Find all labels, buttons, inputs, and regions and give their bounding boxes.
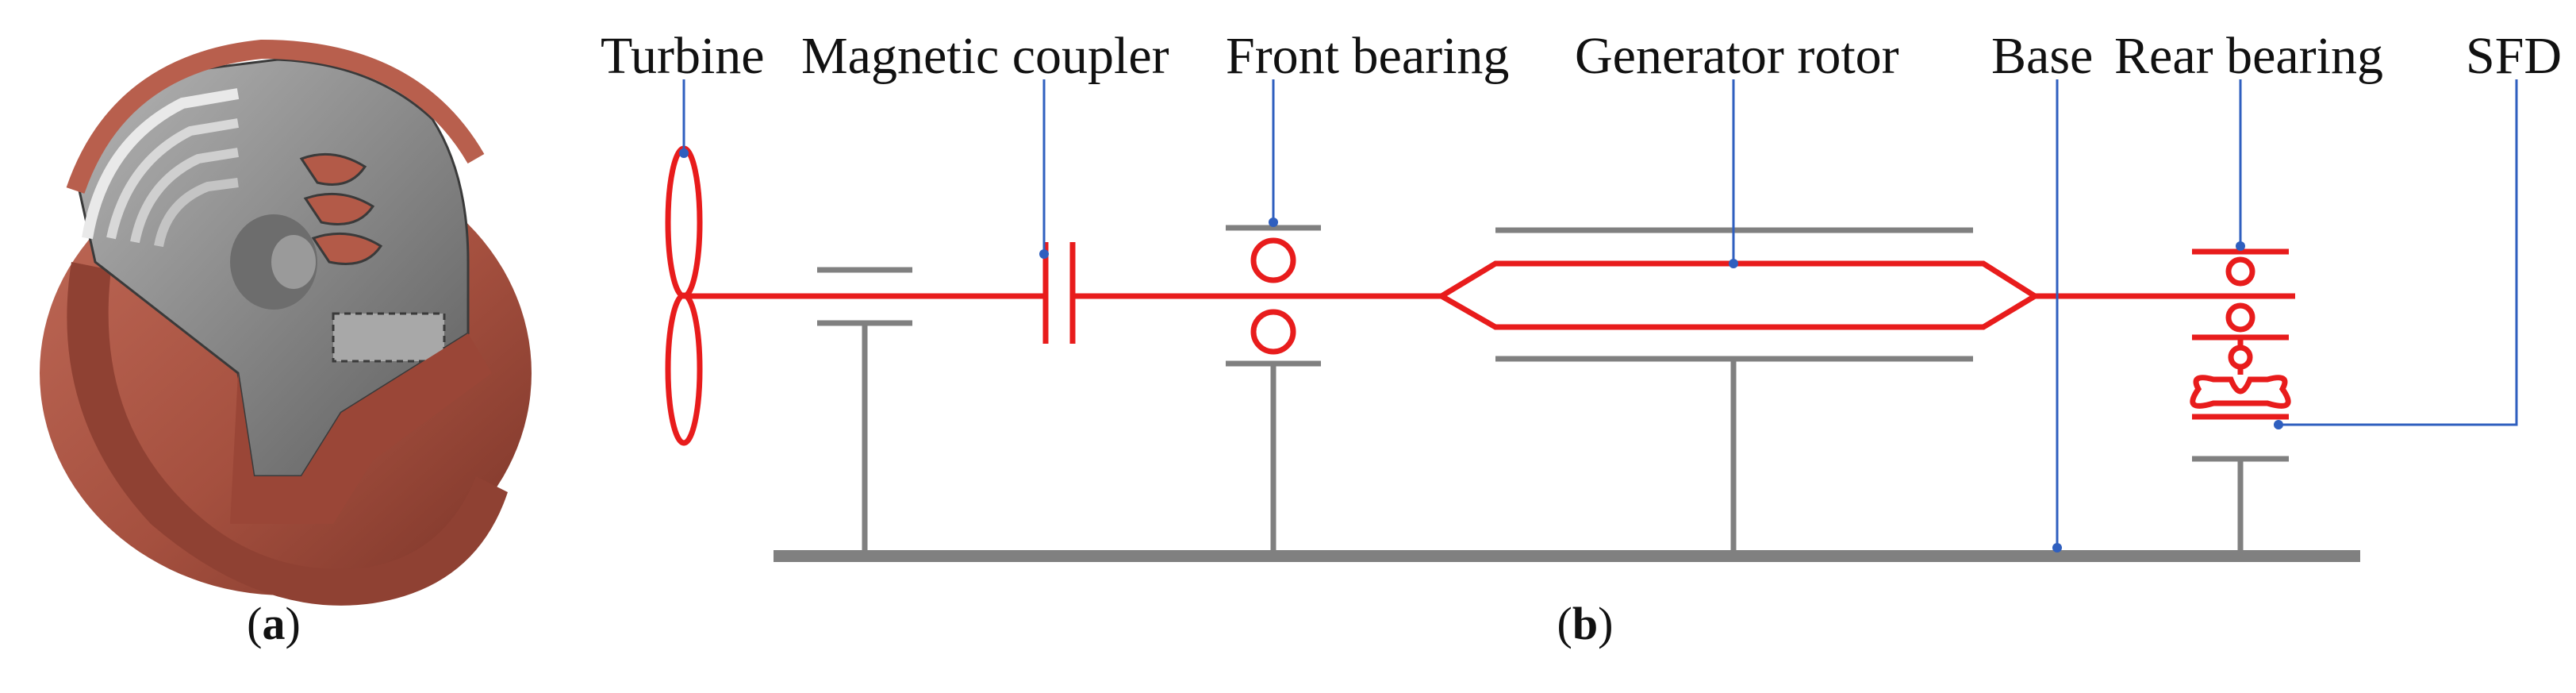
front-bearing-ball-top bbox=[1250, 237, 1296, 283]
panel-b-schematic: Turbine Magnetic coupler Front bearing G… bbox=[601, 27, 2562, 562]
svg-text:(b): (b) bbox=[1557, 598, 1614, 649]
caption-a-open: ( bbox=[247, 598, 262, 649]
base-plate bbox=[774, 550, 2360, 562]
turbine-blade-bottom bbox=[665, 292, 703, 446]
leader-lines bbox=[682, 79, 2518, 548]
caption-b-letter: b bbox=[1572, 598, 1598, 649]
leader-sfd bbox=[2278, 79, 2518, 426]
label-generator-rotor: Generator rotor bbox=[1575, 27, 1899, 85]
housing-side-wall bbox=[67, 262, 508, 606]
caption-b-open: ( bbox=[1557, 598, 1572, 649]
label-base: Base bbox=[1991, 27, 2093, 85]
panel-a-cutaway-render bbox=[40, 39, 532, 606]
sfd-ring bbox=[2228, 345, 2253, 370]
caption-b: (b) bbox=[1557, 598, 1614, 649]
label-turbine: Turbine bbox=[601, 27, 765, 85]
caption-a: (a) bbox=[247, 598, 301, 649]
label-front-bearing: Front bearing bbox=[1226, 27, 1509, 85]
caption-a-letter: a bbox=[263, 598, 286, 649]
caption-b-close: ) bbox=[1598, 598, 1613, 649]
leader-dots bbox=[679, 148, 2283, 552]
sfd-squirrel-cage bbox=[2190, 375, 2291, 409]
label-sfd: SFD bbox=[2466, 27, 2562, 85]
generator-rotor-body bbox=[1436, 260, 2040, 330]
svg-text:(a): (a) bbox=[247, 598, 301, 649]
label-magnetic-coupler: Magnetic coupler bbox=[801, 27, 1169, 85]
rear-bearing-ball-bottom bbox=[2225, 302, 2255, 333]
front-bearing-ball-bottom bbox=[1250, 309, 1296, 355]
supports bbox=[817, 225, 2289, 550]
rear-bearing-ball-top bbox=[2225, 256, 2255, 287]
caption-a-close: ) bbox=[286, 598, 301, 649]
label-rear-bearing: Rear bearing bbox=[2114, 27, 2383, 85]
rotor-shaft-system bbox=[665, 145, 2295, 446]
turbine-blade-top bbox=[665, 145, 703, 299]
